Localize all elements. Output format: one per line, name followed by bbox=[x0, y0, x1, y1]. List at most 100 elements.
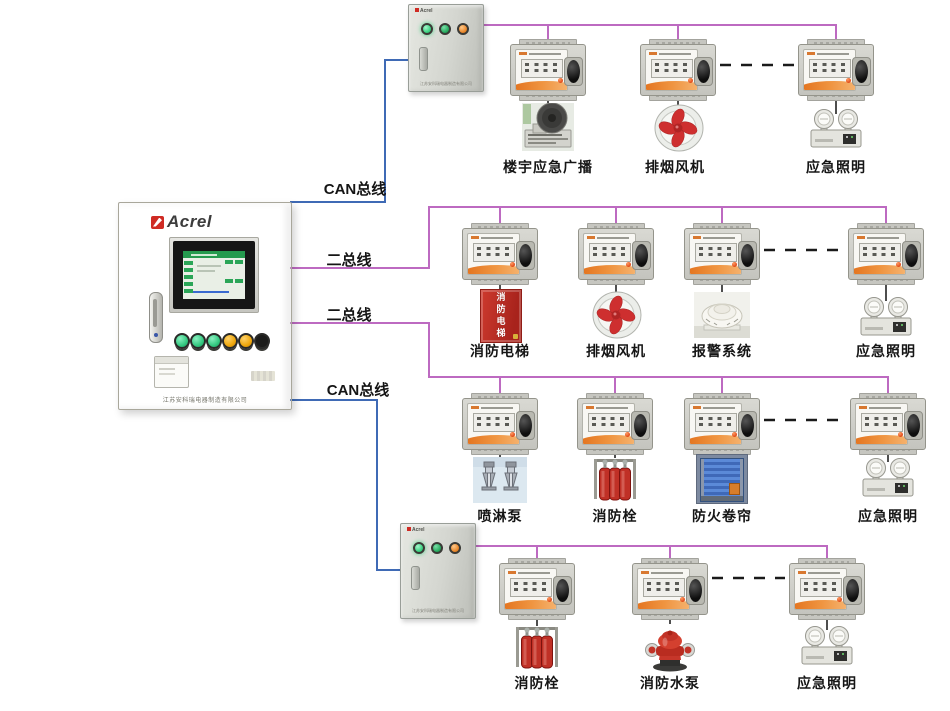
fire-roller-shutter-icon bbox=[696, 454, 748, 504]
continuation-dashes bbox=[712, 63, 845, 580]
device-label: 应急照明 bbox=[797, 675, 857, 691]
device-label: 应急照明 bbox=[858, 508, 918, 524]
module-connector bbox=[852, 57, 871, 86]
power-box-logo: Acrel bbox=[407, 527, 425, 533]
bus-label-two-upper: 二总线 bbox=[326, 252, 372, 269]
acrel-logo-text: Acrel bbox=[167, 212, 213, 231]
screen-content bbox=[183, 251, 245, 299]
fire-hydrant-cylinders-icon bbox=[512, 622, 562, 672]
screen-text-line bbox=[197, 265, 221, 267]
can-bus-lines bbox=[290, 59, 408, 571]
power-box-top: Acrel 江苏安科瑞电器制造有限公司 bbox=[408, 4, 484, 92]
module-connector bbox=[686, 576, 705, 605]
control-module bbox=[684, 393, 760, 455]
cabinet-button-green-3[interactable] bbox=[206, 333, 222, 349]
control-module bbox=[789, 558, 865, 620]
exhaust-fan-icon bbox=[652, 103, 704, 153]
screen-link-line bbox=[193, 291, 229, 293]
main-control-cabinet: Acrel bbox=[118, 202, 292, 410]
row3-trunk bbox=[290, 322, 889, 399]
control-module bbox=[632, 558, 708, 620]
cabinet-company-text: 江苏安科瑞电器制造有限公司 bbox=[162, 398, 248, 404]
screen-menu-tab bbox=[184, 275, 193, 279]
shutter-curtain bbox=[700, 458, 744, 502]
device-label: 喷淋泵 bbox=[477, 508, 523, 524]
device-label: 消防电梯 bbox=[470, 343, 530, 359]
screen-status-chip bbox=[235, 260, 243, 264]
module-connector bbox=[738, 411, 757, 440]
power-indicator-green-icon bbox=[439, 23, 451, 35]
control-module bbox=[577, 393, 653, 455]
power-indicator-green-icon bbox=[421, 23, 433, 35]
control-module bbox=[850, 393, 926, 455]
cabinet-handle[interactable] bbox=[149, 292, 163, 343]
module-connector bbox=[631, 411, 650, 440]
can-bus-line-top bbox=[290, 59, 408, 203]
control-module bbox=[578, 223, 654, 285]
module-connector bbox=[516, 411, 535, 440]
control-module bbox=[462, 393, 538, 455]
can-bus-line-bottom bbox=[290, 399, 400, 571]
device-label: 报警系统 bbox=[692, 343, 752, 359]
emergency-light-icon bbox=[798, 626, 856, 668]
power-box-company-text: 江苏安科瑞电器制造有限公司 bbox=[420, 81, 472, 86]
bus-label-can-bottom: CAN总线 bbox=[326, 382, 390, 399]
smoke-detector-icon bbox=[694, 292, 750, 338]
screen-titlebar bbox=[183, 251, 245, 258]
row2-trunk bbox=[290, 206, 887, 269]
broadcast-speaker-icon bbox=[522, 102, 574, 151]
module-connector bbox=[843, 576, 862, 605]
bus-label-can-top: CAN总线 bbox=[323, 181, 387, 198]
device-label: 消防栓 bbox=[592, 508, 638, 524]
cabinet-button-amber-2[interactable] bbox=[238, 333, 254, 349]
acrel-logo: Acrel bbox=[151, 212, 212, 232]
screen-bezel bbox=[173, 241, 255, 309]
module-connector bbox=[904, 411, 923, 440]
device-label: 应急照明 bbox=[806, 159, 866, 175]
screen-status-chip bbox=[225, 260, 233, 264]
module-connector bbox=[694, 57, 713, 86]
control-module bbox=[640, 39, 716, 101]
sprinkler-heads-icon bbox=[473, 457, 527, 503]
screen-menu-tab bbox=[184, 268, 193, 272]
power-indicator-green-icon bbox=[413, 542, 425, 554]
screen-status-chip bbox=[235, 279, 243, 283]
power-box-handle[interactable] bbox=[411, 566, 420, 590]
screen-text-line bbox=[197, 270, 215, 272]
device-label: 楼宇应急广播 bbox=[503, 159, 593, 175]
cabinet-button-green-2[interactable] bbox=[190, 333, 206, 349]
cabinet-vent bbox=[251, 371, 275, 381]
module-connector bbox=[632, 241, 651, 270]
cabinet-button-black[interactable] bbox=[254, 333, 270, 349]
cabinet-button-amber-1[interactable] bbox=[222, 333, 238, 349]
device-label: 防火卷帘 bbox=[692, 508, 752, 524]
power-indicator-green-icon bbox=[431, 542, 443, 554]
device-label: 排烟风机 bbox=[586, 343, 646, 359]
acrel-logo-icon bbox=[151, 215, 164, 229]
fire-elevator-sign-text: 消防电梯 bbox=[495, 292, 506, 340]
emergency-light-icon bbox=[857, 297, 915, 339]
control-module bbox=[798, 39, 874, 101]
fire-hydrant-cylinders-icon bbox=[590, 454, 640, 504]
device-label: 应急照明 bbox=[856, 343, 916, 359]
power-box-bottom: Acrel 江苏安科瑞电器制造有限公司 bbox=[400, 523, 476, 619]
bus-label-two-lower: 二总线 bbox=[326, 307, 372, 324]
control-module bbox=[499, 558, 575, 620]
fire-elevator-sign-icon: 消防电梯 bbox=[480, 289, 522, 343]
cabinet-printer bbox=[154, 356, 189, 388]
cabinet-button-green-1[interactable] bbox=[174, 333, 190, 349]
two-bus-lines bbox=[290, 24, 889, 564]
module-connector bbox=[516, 241, 535, 270]
shutter-control-box bbox=[729, 483, 740, 495]
device-label: 消防水泵 bbox=[640, 675, 700, 691]
control-module bbox=[510, 39, 586, 101]
power-box-handle[interactable] bbox=[419, 47, 428, 71]
exhaust-fan-icon bbox=[590, 290, 642, 340]
module-connector bbox=[553, 576, 572, 605]
cabinet-touchscreen[interactable] bbox=[169, 237, 259, 313]
device-label: 消防栓 bbox=[514, 675, 560, 691]
module-connector bbox=[738, 241, 757, 270]
sign-seal bbox=[513, 334, 518, 339]
screen-menu-tab bbox=[184, 261, 193, 265]
control-module bbox=[684, 223, 760, 285]
